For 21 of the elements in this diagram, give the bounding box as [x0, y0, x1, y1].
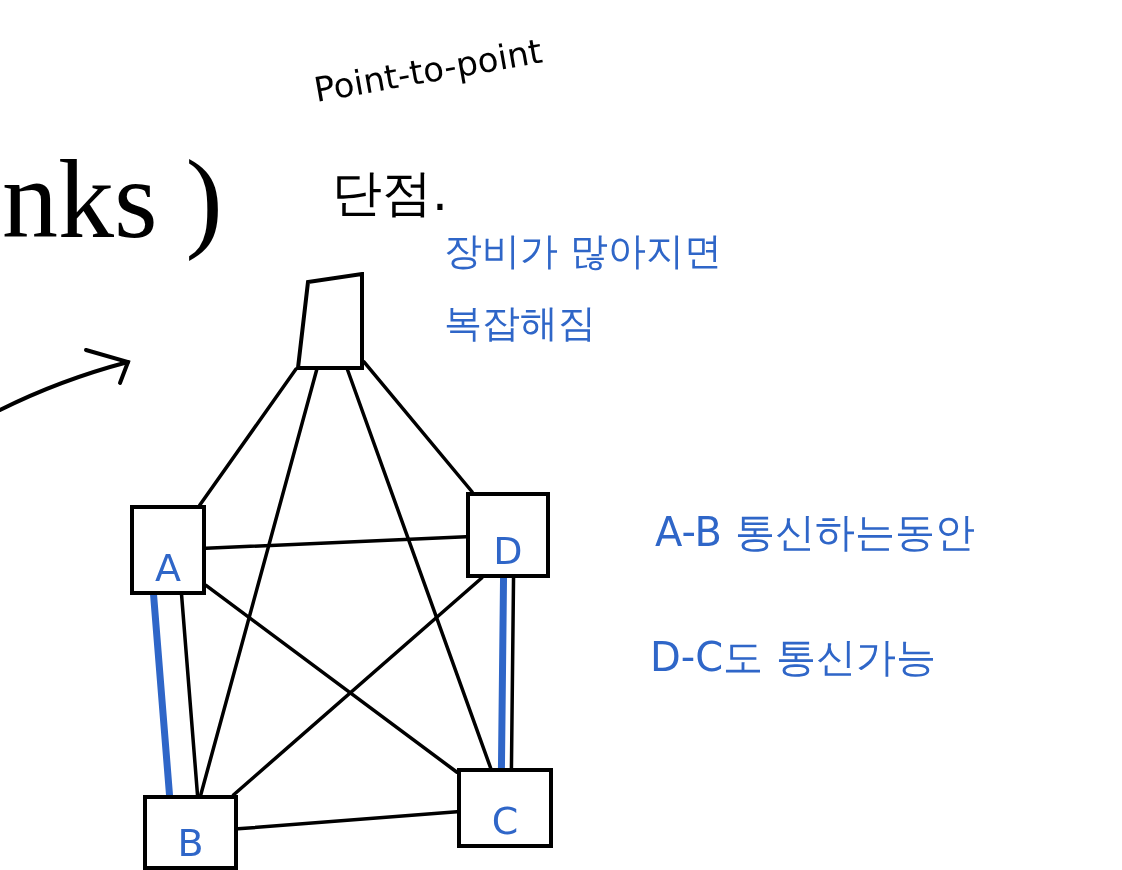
device-box — [143, 795, 238, 870]
link-line — [199, 368, 319, 797]
link-line — [362, 360, 474, 494]
device-label: B — [176, 824, 205, 862]
note-text: 장비가 많아지면 복잡해짐 — [444, 228, 724, 348]
heading-fragment: nks ) — [2, 136, 223, 263]
device-box — [466, 492, 550, 578]
note-text: 단점. — [332, 163, 448, 224]
device-label: C — [490, 802, 520, 840]
link-line — [345, 368, 493, 770]
link-line — [509, 576, 516, 770]
note-text: A-B 통신하는동안 — [655, 508, 975, 557]
device-label: A — [154, 549, 182, 587]
link-line — [198, 367, 298, 507]
device-shape — [296, 272, 364, 370]
link-line — [179, 593, 200, 797]
device-box — [130, 505, 206, 595]
device-box — [457, 768, 553, 848]
note-text: D-C도 통신가능 — [650, 633, 936, 682]
device-label: D — [492, 532, 524, 570]
link-line — [231, 576, 484, 797]
